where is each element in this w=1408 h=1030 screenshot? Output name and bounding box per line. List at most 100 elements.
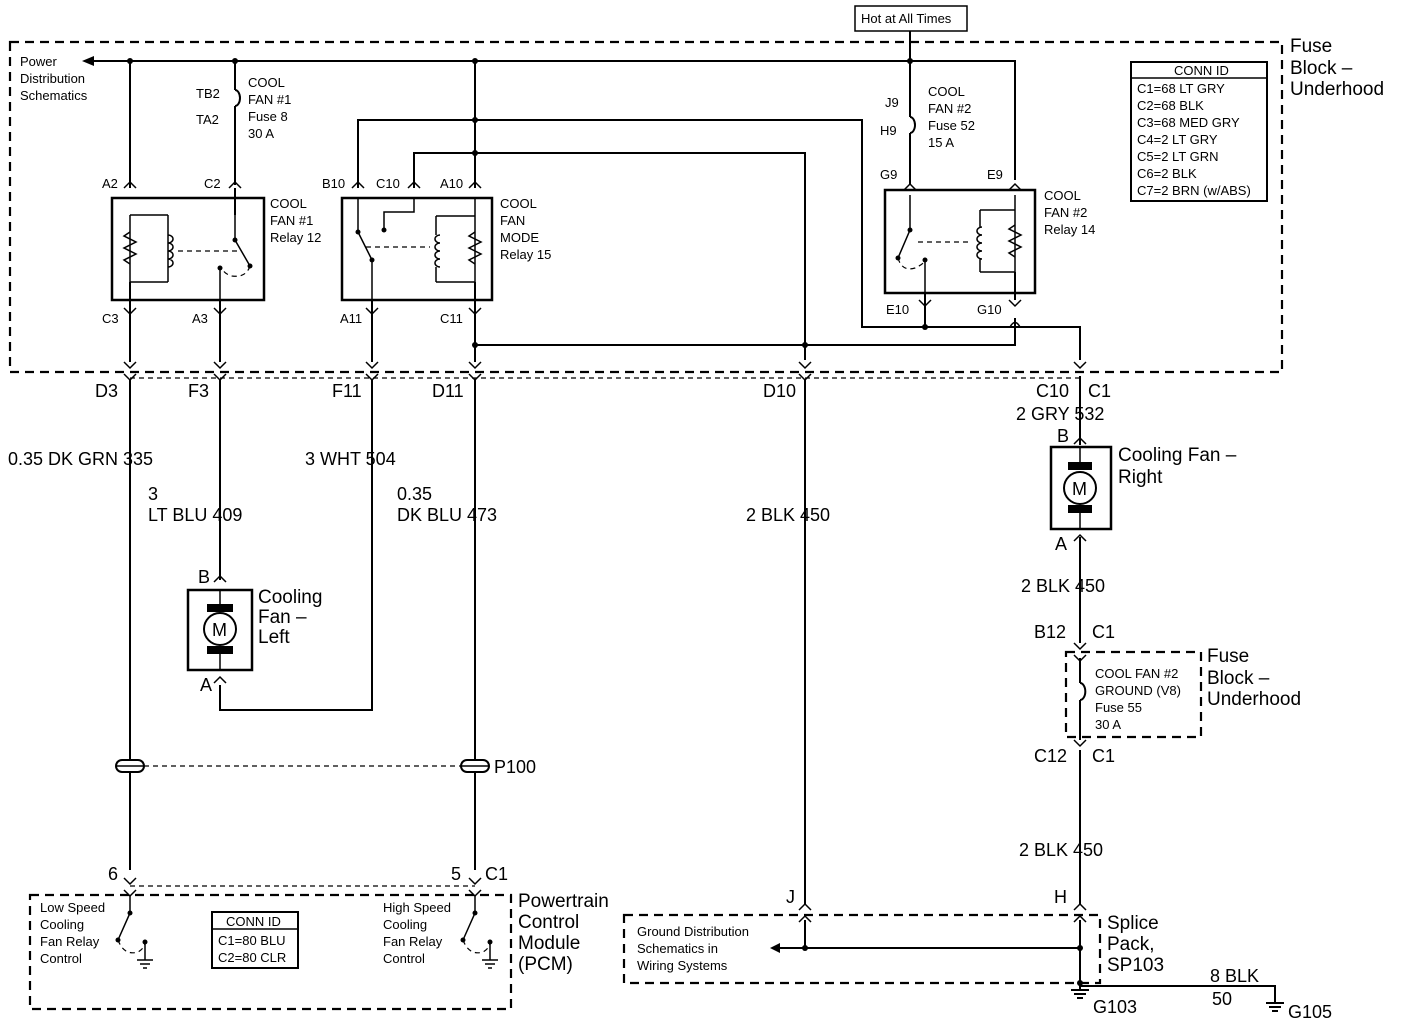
svg-text:CONN ID: CONN ID <box>1174 63 1229 78</box>
svg-text:C1: C1 <box>1092 622 1115 642</box>
svg-text:C2=68 BLK: C2=68 BLK <box>1137 98 1204 113</box>
fuse-block-title: Fuse Block – Underhood <box>1290 36 1384 100</box>
svg-text:C1=68 LT GRY: C1=68 LT GRY <box>1137 81 1225 96</box>
svg-text:COOL: COOL <box>1044 188 1081 203</box>
svg-text:2 BLK 450: 2 BLK 450 <box>1021 576 1105 596</box>
motor-left-symbol: M <box>212 620 227 640</box>
svg-text:Low Speed: Low Speed <box>40 900 105 915</box>
svg-text:A11: A11 <box>340 311 362 326</box>
svg-text:Schematics in: Schematics in <box>637 941 718 956</box>
conn-id-table-fuse-block: CONN ID C1=68 LT GRY C2=68 BLK C3=68 MED… <box>1130 61 1268 202</box>
svg-text:A3: A3 <box>192 311 208 326</box>
svg-text:C1: C1 <box>1092 746 1115 766</box>
svg-text:Cooling: Cooling <box>258 587 322 608</box>
ground-g103: G103 <box>1071 980 1137 1017</box>
svg-text:Powertrain: Powertrain <box>518 891 609 912</box>
svg-text:D10: D10 <box>763 381 796 401</box>
svg-text:C2=80 CLR: C2=80 CLR <box>218 950 286 965</box>
svg-text:D3: D3 <box>95 381 118 401</box>
svg-text:COOL FAN #2: COOL FAN #2 <box>1095 666 1178 681</box>
svg-text:C7=2 BRN (w/ABS): C7=2 BRN (w/ABS) <box>1137 183 1251 198</box>
svg-text:COOL: COOL <box>248 75 285 90</box>
svg-text:CONN ID: CONN ID <box>226 914 281 929</box>
p100-connector: P100 <box>115 757 536 777</box>
svg-text:C11: C11 <box>440 311 463 326</box>
svg-text:Fuse: Fuse <box>1207 646 1249 667</box>
svg-text:C4=2 LT GRY: C4=2 LT GRY <box>1137 132 1218 147</box>
svg-text:B10: B10 <box>322 176 345 191</box>
svg-text:C1: C1 <box>485 864 508 884</box>
svg-text:H9: H9 <box>880 123 897 138</box>
pcm-module: 6 5 C1 Powertrain Control Module (PCM) L… <box>28 864 609 1011</box>
ground-g105: 8 BLK 50 G105 <box>1080 966 1332 1022</box>
svg-text:B: B <box>198 567 210 587</box>
svg-text:8 BLK: 8 BLK <box>1210 966 1259 986</box>
svg-text:Relay 14: Relay 14 <box>1044 222 1095 237</box>
svg-text:Relay 15: Relay 15 <box>500 247 551 262</box>
svg-text:Block –: Block – <box>1207 668 1270 689</box>
svg-text:Ground Distribution: Ground Distribution <box>637 924 749 939</box>
hot-at-all-times-box: Hot at All Times <box>854 5 968 32</box>
svg-text:2 GRY 532: 2 GRY 532 <box>1016 404 1104 424</box>
svg-text:30 A: 30 A <box>248 126 274 141</box>
power-distribution-ref: Power Distribution Schematics <box>20 54 94 103</box>
svg-text:H: H <box>1054 887 1067 907</box>
svg-text:C12: C12 <box>1034 746 1067 766</box>
svg-text:Power: Power <box>20 54 58 69</box>
svg-text:3: 3 <box>148 484 158 504</box>
svg-text:FAN #2: FAN #2 <box>928 101 971 116</box>
hot-label: Hot at All Times <box>861 11 952 26</box>
svg-text:F11: F11 <box>332 381 362 401</box>
motor-right-symbol: M <box>1072 479 1087 499</box>
svg-text:G9: G9 <box>880 167 897 182</box>
wire-504 <box>219 380 373 711</box>
splice-pack-sp103: J H Ground Distribution Schematics in Wi… <box>622 887 1164 990</box>
svg-text:E9: E9 <box>987 167 1003 182</box>
svg-text:Cooling: Cooling <box>383 917 427 932</box>
svg-text:Fuse: Fuse <box>1290 36 1332 57</box>
svg-text:DK BLU 473: DK BLU 473 <box>397 505 497 525</box>
svg-text:COOL: COOL <box>500 196 537 211</box>
svg-text:C5=2 LT GRN: C5=2 LT GRN <box>1137 149 1219 164</box>
svg-text:A2: A2 <box>102 176 118 191</box>
svg-text:Control: Control <box>383 951 425 966</box>
svg-text:50: 50 <box>1212 989 1232 1009</box>
svg-text:E10: E10 <box>886 302 909 317</box>
svg-text:C10: C10 <box>376 176 400 191</box>
svg-text:Pack,: Pack, <box>1107 934 1155 955</box>
svg-text:0.35 DK GRN 335: 0.35 DK GRN 335 <box>8 449 153 469</box>
svg-text:Fan –: Fan – <box>258 607 307 628</box>
svg-text:LT BLU 409: LT BLU 409 <box>148 505 242 525</box>
svg-text:FAN: FAN <box>500 213 525 228</box>
svg-text:C3: C3 <box>102 311 119 326</box>
svg-text:C1: C1 <box>1088 381 1111 401</box>
power-bus <box>92 31 911 62</box>
relay-14: G9 E9 E10 G10 COOL FAN #2 Relay 14 <box>880 167 1095 330</box>
svg-text:C6=2 BLK: C6=2 BLK <box>1137 166 1197 181</box>
fuse-52: J9 H9 COOL FAN #2 Fuse 52 15 A <box>880 61 975 185</box>
svg-text:GROUND (V8): GROUND (V8) <box>1095 683 1181 698</box>
svg-text:Right: Right <box>1118 467 1163 488</box>
relay-15: B10 C10 A10 A11 C11 COOL FAN MODE Relay … <box>322 61 1081 362</box>
svg-text:Block –: Block – <box>1290 58 1353 79</box>
svg-text:SP103: SP103 <box>1107 955 1164 976</box>
svg-text:J: J <box>786 887 795 907</box>
svg-text:COOL: COOL <box>928 84 965 99</box>
svg-text:COOL: COOL <box>270 196 307 211</box>
svg-text:Control: Control <box>40 951 82 966</box>
svg-text:6: 6 <box>108 864 118 884</box>
svg-text:Relay 12: Relay 12 <box>270 230 321 245</box>
svg-text:Wiring Systems: Wiring Systems <box>637 958 728 973</box>
svg-text:5: 5 <box>451 864 461 884</box>
svg-text:Fan Relay: Fan Relay <box>40 934 100 949</box>
svg-text:30 A: 30 A <box>1095 717 1121 732</box>
svg-text:Splice: Splice <box>1107 913 1159 934</box>
svg-text:C1=80 BLU: C1=80 BLU <box>218 933 286 948</box>
svg-text:G10: G10 <box>977 302 1002 317</box>
svg-text:G103: G103 <box>1093 997 1137 1017</box>
cooling-fan-left: M B A Cooling Fan – Left <box>186 567 322 695</box>
svg-text:2 BLK 450: 2 BLK 450 <box>1019 840 1103 860</box>
svg-text:TA2: TA2 <box>196 112 219 127</box>
svg-text:(PCM): (PCM) <box>518 954 573 975</box>
svg-text:2 BLK 450: 2 BLK 450 <box>746 505 830 525</box>
